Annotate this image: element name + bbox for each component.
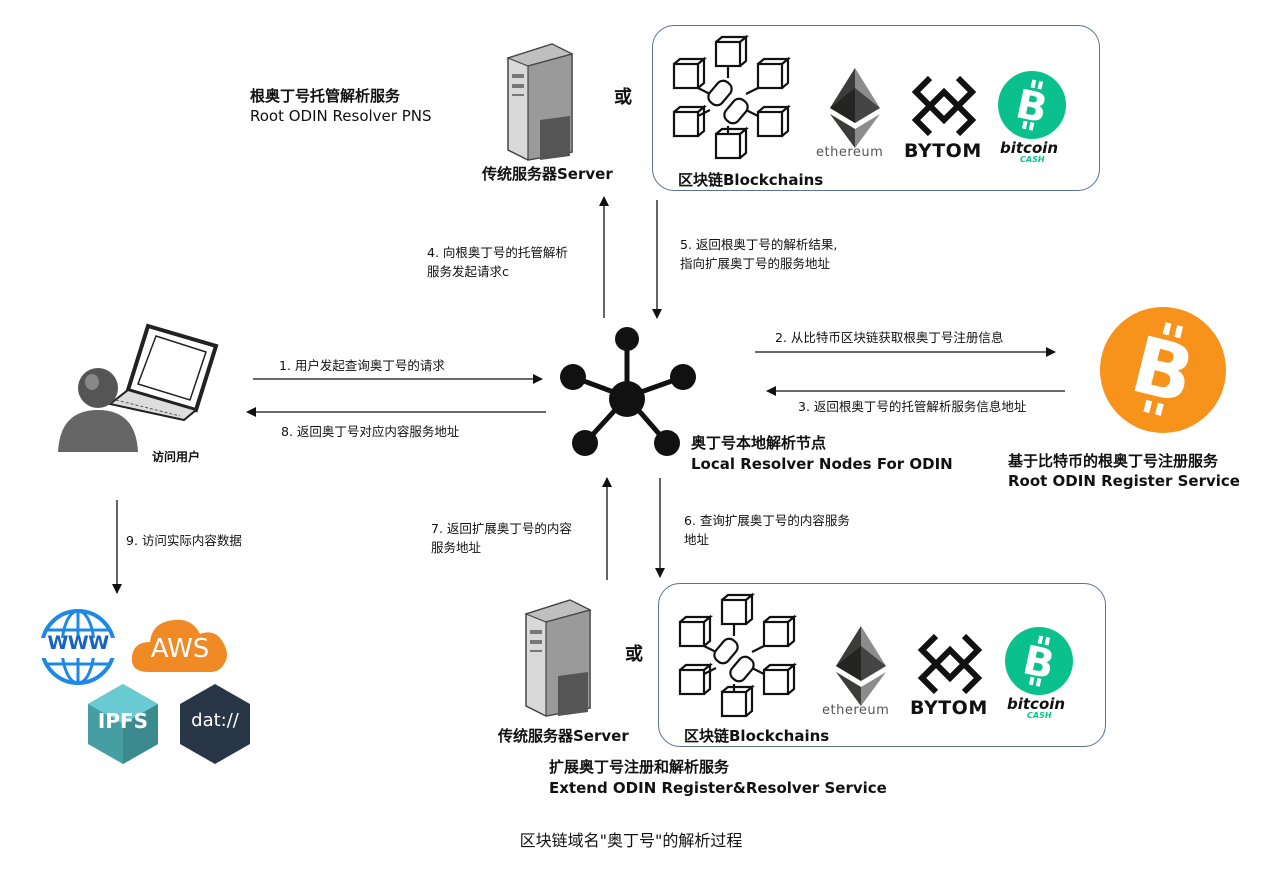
top-service-label-cn: 根奥丁号托管解析服务 (250, 87, 401, 105)
aws-label: AWS (150, 634, 210, 664)
bitcoin-cash-icon: B (998, 71, 1066, 139)
dat-label: dat:// (191, 710, 239, 731)
step-4-line-2: 服务发起请求c (427, 264, 509, 279)
diagram-caption: 区块链域名"奥丁号"的解析过程 (519, 831, 743, 850)
step-7-label: 7. 返回扩展奥丁号的内容 服务地址 (431, 519, 572, 557)
step-4-label: 4. 向根奥丁号的托管解析 服务发起请求c (427, 243, 568, 281)
user-label: 访问用户 (152, 450, 201, 464)
bytom-wordmark: BYTOM (904, 140, 982, 162)
step-5-line-2: 指向扩展奥丁号的服务地址 (680, 256, 831, 271)
step-9-label: 9. 访问实际内容数据 (126, 533, 242, 548)
step-7-line-2: 服务地址 (431, 540, 482, 555)
ipfs-label: IPFS (97, 709, 149, 733)
ethereum-icon (836, 626, 886, 706)
user-laptop-icon (58, 323, 219, 452)
top-service-label-en: Root ODIN Resolver PNS (250, 107, 432, 125)
www-globe-icon (39, 609, 117, 685)
step-6-line-1: 6. 查询扩展奥丁号的内容服务 (684, 513, 850, 528)
bottom-service-label-cn: 扩展奥丁号注册和解析服务 (549, 758, 730, 776)
step-3-label: 3. 返回根奥丁号的托管解析服务信息地址 (798, 399, 1027, 414)
step-6-label: 6. 查询扩展奥丁号的内容服务 地址 (684, 511, 850, 549)
bytom-wordmark: BYTOM (910, 697, 988, 719)
dat-hex-icon (180, 684, 250, 764)
bitcoin-cash-wordmark: bitcoin (1007, 695, 1066, 713)
bitcoin-icon: B (1100, 307, 1226, 433)
bottom-server-label: 传统服务器Server (498, 727, 629, 745)
bytom-icon (911, 75, 977, 137)
bottom-service-label-en: Extend ODIN Register&Resolver Service (549, 779, 887, 797)
ethereum-wordmark: ethereum (822, 703, 890, 718)
bitcoin-cash-icon: B (1005, 627, 1073, 695)
center-node-label-cn: 奥丁号本地解析节点 (691, 434, 827, 452)
step-1-label: 1. 用户发起查询奥丁号的请求 (279, 358, 445, 373)
hub-node-icon (560, 327, 696, 456)
step-4-line-1: 4. 向根奥丁号的托管解析 (427, 245, 568, 260)
step-5-label: 5. 返回根奥丁号的解析结果, 指向扩展奥丁号的服务地址 (680, 235, 837, 273)
server-icon (524, 599, 592, 717)
blockchain-icon (678, 592, 798, 718)
step-2-label: 2. 从比特币区块链获取根奥丁号注册信息 (775, 330, 1004, 345)
bottom-blockchains-label: 区块链Blockchains (684, 727, 830, 745)
bitcoin-cash-wordmark: bitcoin (1000, 139, 1059, 157)
blockchain-icon (672, 34, 792, 160)
center-node-label-en: Local Resolver Nodes For ODIN (691, 455, 953, 473)
bytom-icon (917, 633, 983, 695)
top-or-label: 或 (614, 87, 632, 108)
btc-service-label-cn: 基于比特币的根奥丁号注册服务 (1008, 452, 1219, 470)
step-6-line-2: 地址 (684, 532, 710, 547)
www-label: WWW (47, 632, 109, 654)
server-icon (506, 43, 574, 161)
bitcoin-cash-sub: CASH (1020, 155, 1045, 164)
step-8-label: 8. 返回奥丁号对应内容服务地址 (281, 424, 460, 439)
step-7-line-1: 7. 返回扩展奥丁号的内容 (431, 521, 572, 536)
aws-cloud-icon (131, 619, 227, 672)
step-5-line-1: 5. 返回根奥丁号的解析结果, (680, 237, 838, 252)
ethereum-wordmark: ethereum (816, 145, 884, 160)
btc-service-label-en: Root ODIN Register Service (1008, 472, 1240, 490)
top-server-label: 传统服务器Server (482, 165, 613, 183)
ethereum-icon (830, 68, 880, 148)
bitcoin-cash-sub: CASH (1027, 711, 1052, 720)
bottom-or-label: 或 (625, 644, 643, 665)
top-blockchains-label: 区块链Blockchains (678, 171, 824, 189)
ipfs-hex-icon (88, 684, 158, 764)
